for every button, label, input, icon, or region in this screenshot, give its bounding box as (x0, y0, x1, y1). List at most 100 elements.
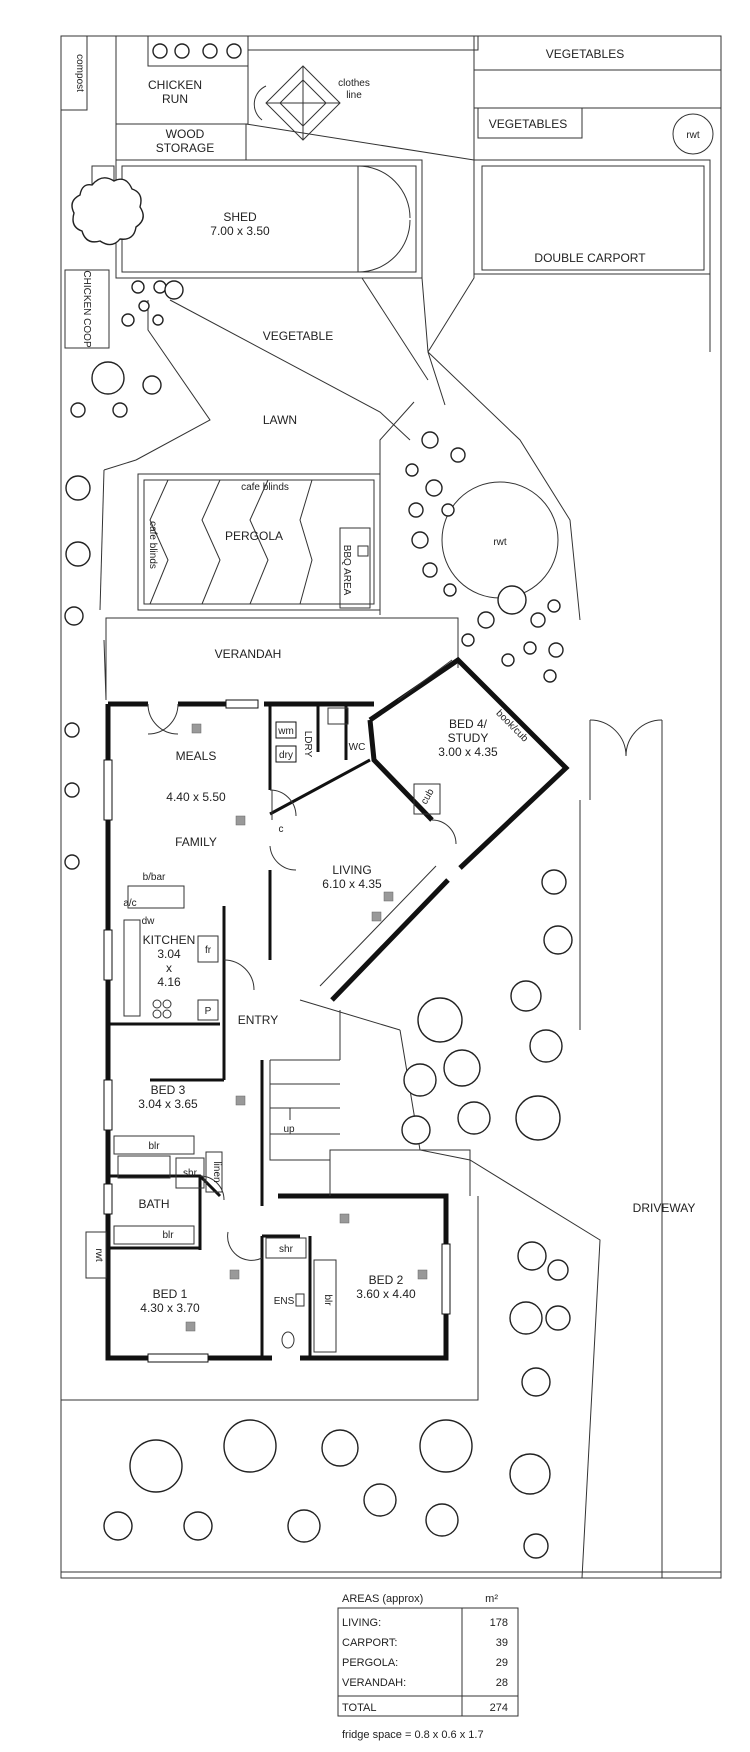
chicken-run-label-1: CHICKEN (148, 78, 202, 92)
kitchen-label: KITCHEN (143, 933, 196, 947)
chicken-run-plants (152, 43, 242, 59)
linen-label: linen (211, 1161, 222, 1182)
shed-label: SHED (223, 210, 257, 224)
p-label: P (205, 1006, 212, 1017)
wood-storage-label-1: WOOD (166, 127, 205, 141)
rwt-top-label: rwt (686, 130, 700, 141)
svg-text:x: x (166, 961, 172, 975)
living-size: 6.10 x 4.35 (322, 877, 382, 891)
svg-text:BED 1: BED 1 (153, 1287, 188, 1301)
svg-text:3.00 x 4.35: 3.00 x 4.35 (438, 745, 498, 759)
entry-label: ENTRY (238, 1013, 278, 1027)
svg-text:BED 2: BED 2 (369, 1273, 404, 1287)
stairs (269, 999, 471, 1196)
areas-table: AREAS (approx) m² LIVING: 178 CARPORT: 3… (337, 1593, 519, 1741)
driveway-label: DRIVEWAY (633, 1201, 696, 1215)
rwt-garden: rwt (405, 431, 564, 683)
cafe-blinds-top-label: cafe blinds (241, 482, 289, 493)
verandah: VERANDAH (103, 617, 459, 701)
compost-label: compost (74, 54, 85, 92)
bed3-label: BED 3 (151, 1083, 186, 1097)
areas-row-2-label: PERGOLA: (342, 1657, 398, 1669)
clothes-line-label-1: clothes (338, 78, 370, 89)
house-walls (105, 656, 570, 1361)
bed2-size: 3.60 x 4.40 (356, 1287, 416, 1301)
backyard-structures: compost CHICKEN RUN clothes line VEGETAB… (60, 35, 722, 161)
rwt-house-label: rwt (93, 1248, 104, 1262)
kitchen-h: 4.16 (157, 975, 181, 989)
dw-label: dw (142, 916, 156, 927)
svg-text:6.10 x 4.35: 6.10 x 4.35 (322, 877, 382, 891)
up-label: up (283, 1124, 295, 1135)
blr-label: blr (148, 1141, 160, 1152)
areas-unit: m² (485, 1593, 498, 1605)
svg-text:3.04 x 3.65: 3.04 x 3.65 (138, 1097, 198, 1111)
areas-row-0-label: LIVING: (342, 1617, 381, 1629)
double-carport-label: DOUBLE CARPORT (534, 251, 646, 265)
bed1-label: BED 1 (153, 1287, 188, 1301)
bed4-label-2: STUDY (448, 731, 489, 745)
svg-text:4.30 x 3.70: 4.30 x 3.70 (140, 1301, 200, 1315)
shrubs-left (64, 280, 184, 870)
svg-text:blr: blr (322, 1294, 333, 1306)
ldry-label: LDRY (302, 731, 313, 758)
chicken-coop-label: CHICKEN COOP (81, 270, 92, 348)
chicken-coop: CHICKEN COOP (64, 177, 144, 349)
trees (103, 869, 573, 1559)
meals-size: 4.40 x 5.50 (166, 790, 226, 804)
room-labels: MEALS 4.40 x 5.50 FAMILY wm dry LDRY WC … (85, 707, 530, 1353)
fridge-note: fridge space = 0.8 x 0.6 x 1.7 (342, 1729, 484, 1741)
svg-text:7.00 x 3.50: 7.00 x 3.50 (210, 224, 270, 238)
family-label: FAMILY (175, 835, 217, 849)
areas-row-1-label: CARPORT: (342, 1637, 397, 1649)
cub-label: cub (419, 787, 437, 807)
shed: SHED 7.00 x 3.50 rwt (91, 159, 423, 279)
shed-size: 7.00 x 3.50 (210, 224, 270, 238)
b-bar-label: b/bar (143, 872, 166, 883)
verandah-label: VERANDAH (215, 647, 282, 661)
pergola-label: PERGOLA (225, 529, 283, 543)
svg-text:4.16: 4.16 (157, 975, 181, 989)
double-carport: DOUBLE CARPORT (427, 159, 711, 353)
areas-total-value: 274 (490, 1702, 508, 1714)
svg-text:CHICKEN: CHICKEN (148, 78, 202, 92)
svg-text:KITCHEN: KITCHEN (143, 933, 196, 947)
svg-text:SHED: SHED (223, 210, 257, 224)
svg-text:LIVING: LIVING (332, 863, 371, 877)
svg-text:clothes: clothes (338, 78, 370, 89)
pergola: cafe blinds PERGOLA cafe blinds BBQ AREA (137, 473, 381, 611)
large-tree-icon (71, 177, 144, 246)
dry-label: dry (279, 750, 293, 761)
areas-total-label: TOTAL (342, 1702, 376, 1714)
areas-row-1-value: 39 (496, 1637, 508, 1649)
bbq-area-label: BBQ AREA (341, 545, 352, 596)
svg-text:line: line (346, 90, 362, 101)
areas-row-3-value: 28 (496, 1677, 508, 1689)
kitchen-x: x (166, 961, 172, 975)
bed2-label: BED 2 (369, 1273, 404, 1287)
svg-text:RUN: RUN (162, 92, 188, 106)
clothes-line-label-2: line (346, 90, 362, 101)
svg-text:WOOD: WOOD (166, 127, 205, 141)
svg-text:BED 4/: BED 4/ (449, 717, 488, 731)
areas-title: AREAS (approx) (342, 1593, 423, 1605)
shr-label: shr (183, 1168, 198, 1179)
lawn-label: LAWN (263, 413, 297, 427)
wc-label: WC (349, 742, 366, 753)
bed4-label-1: BED 4/ (449, 717, 488, 731)
areas-row-2-value: 29 (496, 1657, 508, 1669)
areas-row-0-value: 178 (490, 1617, 508, 1629)
svg-text:shr: shr (279, 1244, 294, 1255)
wood-storage-label-2: STORAGE (156, 141, 214, 155)
chicken-run-label-2: RUN (162, 92, 188, 106)
svg-text:STORAGE: STORAGE (156, 141, 214, 155)
svg-text:STUDY: STUDY (448, 731, 489, 745)
c-label: c (279, 824, 284, 835)
areas-row-3-label: VERANDAH: (342, 1677, 406, 1689)
rwt-round-label: rwt (493, 537, 507, 548)
living-label: LIVING (332, 863, 371, 877)
kitchen-w: 3.04 (157, 947, 181, 961)
bed4-size: 3.00 x 4.35 (438, 745, 498, 759)
bath-label: BATH (138, 1197, 169, 1211)
